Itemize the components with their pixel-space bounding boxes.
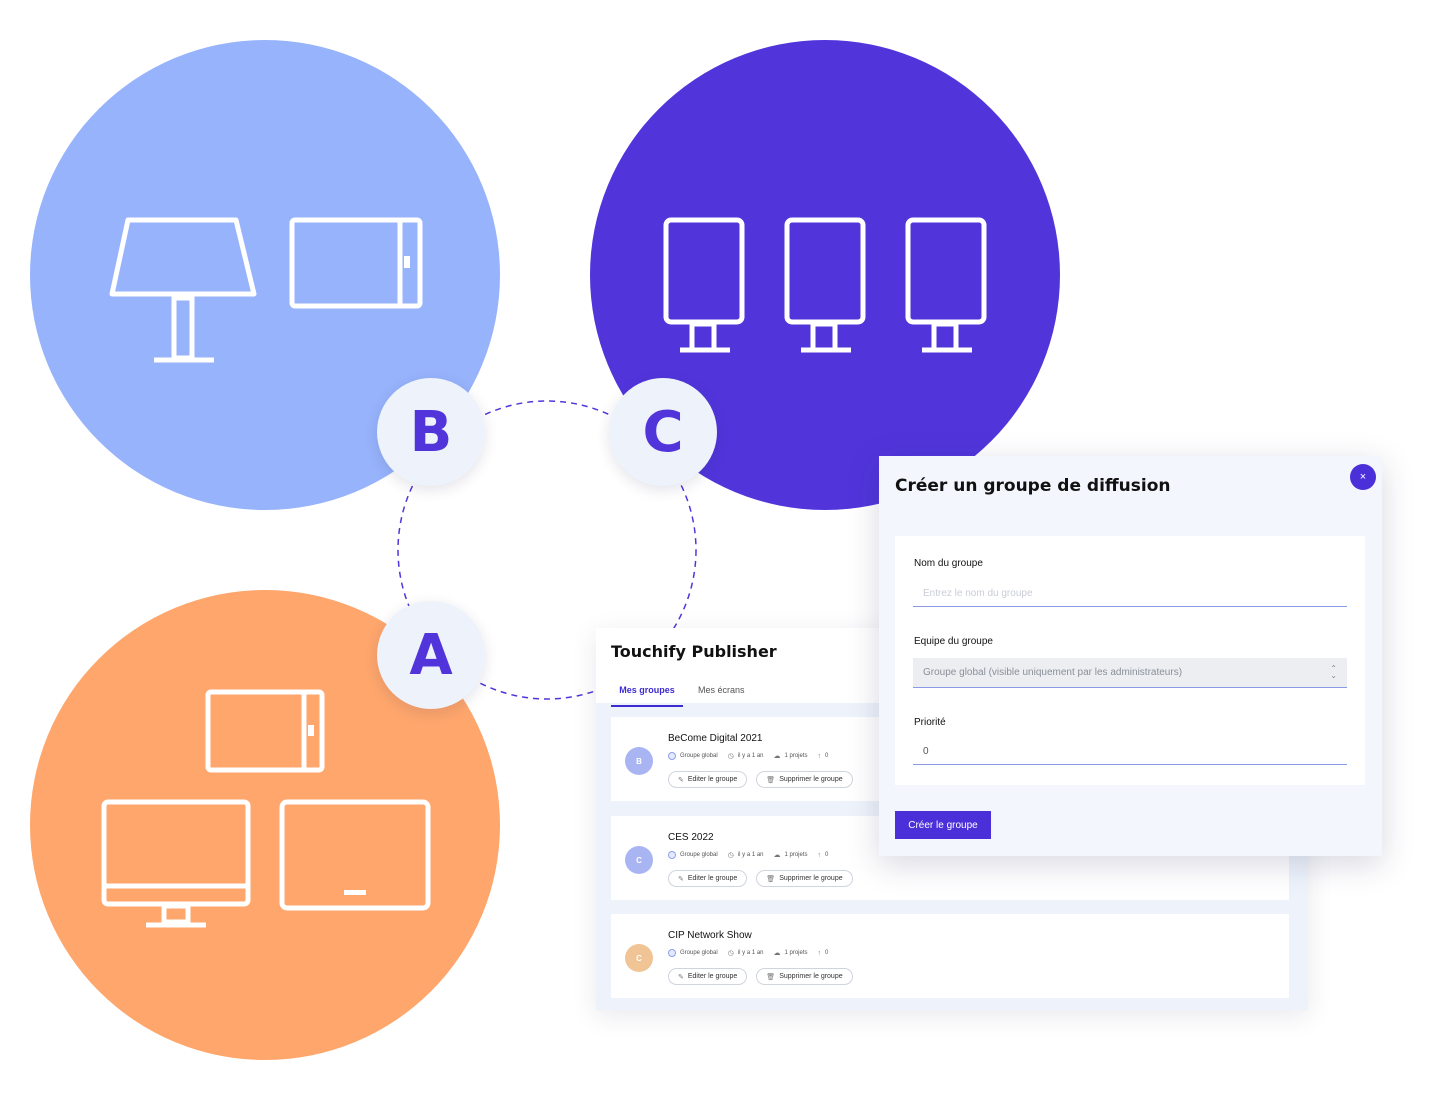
group-card[interactable]: C CIP Network Show Groupe global ◷il y a… [611, 914, 1289, 998]
avatar: B [625, 747, 653, 775]
publisher-title: Touchify Publisher [611, 642, 777, 661]
pencil-icon: ✎ [678, 875, 684, 883]
edit-label: Editer le groupe [687, 973, 738, 980]
create-group-button[interactable]: Créer le groupe [895, 811, 991, 839]
group-meta: Groupe global ◷il y a 1 an ☁1 projets ↑0 [668, 752, 828, 760]
tab-my-screens[interactable]: Mes écrans [698, 685, 745, 695]
group-screens: 0 [825, 852, 829, 858]
group-meta: Groupe global ◷il y a 1 an ☁1 projets ↑0 [668, 949, 828, 957]
pencil-icon: ✎ [678, 973, 684, 981]
pencil-icon: ✎ [678, 776, 684, 784]
edit-group-button[interactable]: ✎Editer le groupe [668, 968, 748, 985]
badge-b: B [377, 378, 485, 486]
group-team: Groupe global [680, 950, 718, 956]
tablet-landscape-icon [204, 688, 326, 774]
group-name-input[interactable] [913, 581, 1347, 607]
delete-label: Supprimer le groupe [779, 776, 843, 783]
arrow-up-icon: ↑ [817, 851, 822, 859]
badge-c: C [609, 378, 717, 486]
delete-group-button[interactable]: 🗑Supprimer le groupe [756, 968, 853, 985]
close-icon[interactable]: × [1350, 464, 1376, 490]
clock-icon: ◷ [727, 852, 734, 859]
team-icon [668, 949, 676, 957]
team-select[interactable]: Groupe global (visible uniquement par le… [913, 658, 1347, 688]
delete-label: Supprimer le groupe [779, 973, 843, 980]
team-icon [668, 752, 676, 760]
group-time: il y a 1 an [737, 950, 764, 956]
tablet-landscape-icon [288, 216, 424, 310]
edit-label: Editer le groupe [687, 875, 738, 882]
cloud-icon: ☁ [773, 753, 781, 760]
clock-icon: ◷ [727, 950, 734, 957]
trash-icon: 🗑 [766, 973, 776, 981]
priority-label: Priorité [914, 717, 946, 728]
arrow-up-icon: ↑ [817, 949, 822, 957]
edit-group-button[interactable]: ✎Editer le groupe [668, 870, 748, 887]
totem-screen-icon [662, 216, 748, 356]
avatar: C [625, 944, 653, 972]
group-projects: 1 projets [784, 852, 808, 858]
trash-icon: 🗑 [766, 875, 776, 883]
chevron-updown-icon: ⌃⌄ [1330, 664, 1337, 680]
modal-title: Créer un groupe de diffusion [895, 476, 1171, 496]
tablet-landscape-icon [278, 798, 432, 912]
group-meta: Groupe global ◷il y a 1 an ☁1 projets ↑0 [668, 851, 828, 859]
team-label: Equipe du groupe [914, 636, 993, 647]
tab-my-groups[interactable]: Mes groupes [611, 685, 683, 707]
desktop-monitor-icon [100, 798, 252, 930]
trash-icon: 🗑 [766, 776, 776, 784]
group-screens: 0 [825, 753, 829, 759]
priority-input[interactable] [913, 739, 1347, 765]
create-group-modal: Créer un groupe de diffusion × Nom du gr… [879, 456, 1382, 856]
group-team: Groupe global [680, 852, 718, 858]
group-time: il y a 1 an [737, 852, 764, 858]
kiosk-icon [108, 216, 260, 366]
team-icon [668, 851, 676, 859]
group-screens: 0 [825, 950, 829, 956]
cloud-icon: ☁ [773, 852, 781, 859]
clock-icon: ◷ [727, 753, 734, 760]
group-time: il y a 1 an [737, 753, 764, 759]
totem-screen-icon [904, 216, 990, 356]
group-name: CIP Network Show [668, 930, 752, 941]
delete-label: Supprimer le groupe [779, 875, 843, 882]
totem-screen-icon [783, 216, 869, 356]
cloud-icon: ☁ [773, 950, 781, 957]
delete-group-button[interactable]: 🗑Supprimer le groupe [756, 771, 853, 788]
delete-group-button[interactable]: 🗑Supprimer le groupe [756, 870, 853, 887]
group-projects: 1 projets [784, 950, 808, 956]
avatar: C [625, 846, 653, 874]
modal-form: Nom du groupe Equipe du groupe Groupe gl… [895, 536, 1365, 785]
group-name: BeCome Digital 2021 [668, 733, 763, 744]
edit-label: Editer le groupe [687, 776, 738, 783]
name-label: Nom du groupe [914, 558, 983, 569]
team-select-value: Groupe global (visible uniquement par le… [923, 667, 1183, 678]
arrow-up-icon: ↑ [817, 752, 822, 760]
group-team: Groupe global [680, 753, 718, 759]
group-projects: 1 projets [784, 753, 808, 759]
edit-group-button[interactable]: ✎Editer le groupe [668, 771, 748, 788]
badge-a: A [377, 601, 485, 709]
group-name: CES 2022 [668, 832, 714, 843]
